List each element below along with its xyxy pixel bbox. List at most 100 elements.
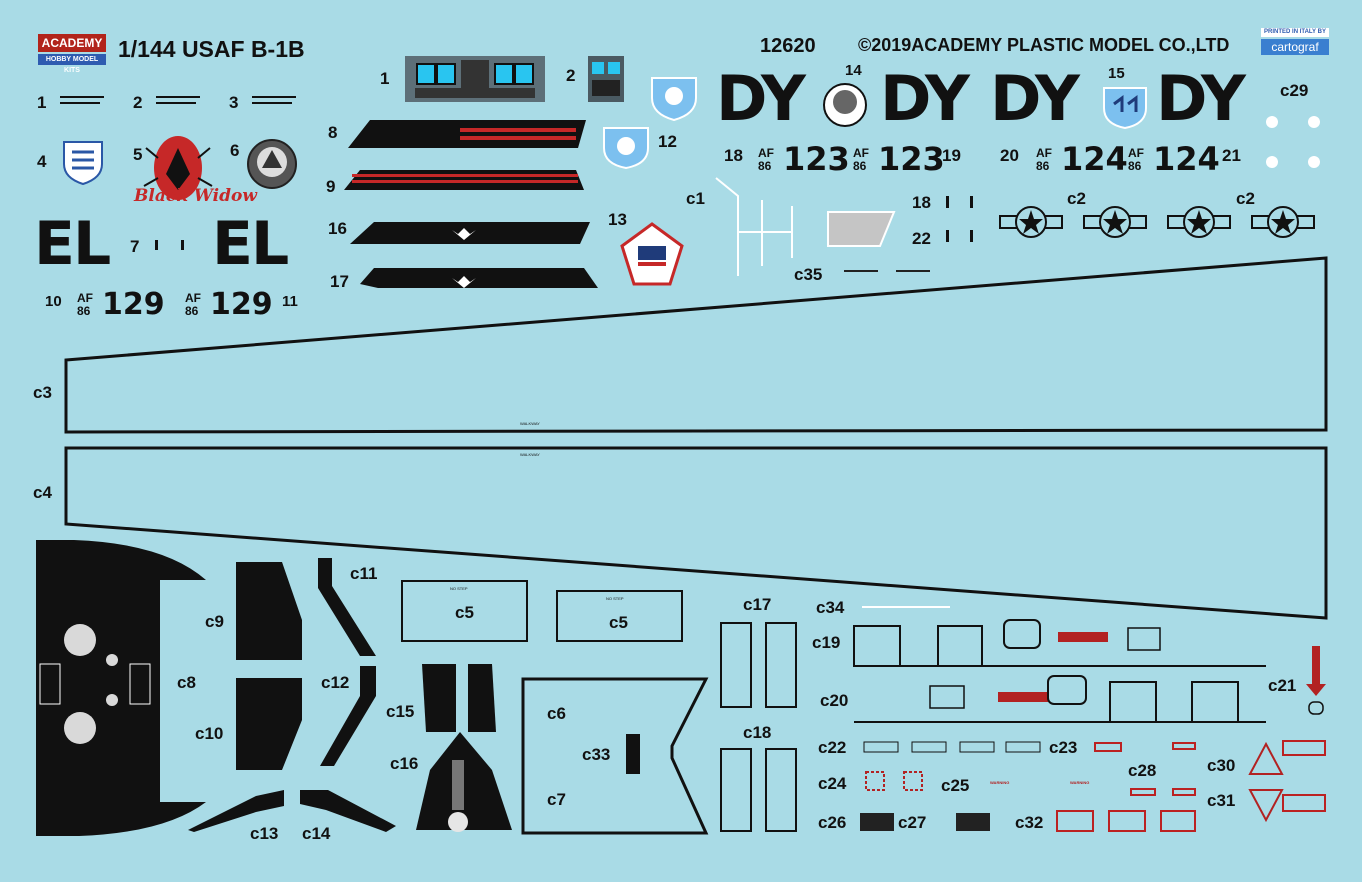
tail-code-dy-2: DY <box>880 62 970 135</box>
label-c30: c30 <box>1207 756 1236 775</box>
label-c21: c21 <box>1268 676 1297 695</box>
tail-code-el-right: EL <box>212 209 289 279</box>
walkway-stencil-c4: WALKWAY <box>520 452 540 457</box>
copyright-text: ©2019ACADEMY PLASTIC MODEL CO.,LTD <box>858 35 1230 55</box>
label-21: 21 <box>1222 146 1241 165</box>
label-c26: c26 <box>818 813 847 832</box>
label-c19: c19 <box>812 633 841 652</box>
instrument-panel-1-icon <box>405 56 545 102</box>
strips-c13-c14 <box>188 790 396 832</box>
label-9: 9 <box>326 177 336 196</box>
panel-c27 <box>956 813 990 831</box>
strips-c11-c12 <box>318 558 376 766</box>
squadron-shield-icon <box>63 141 103 186</box>
stencil-c28b <box>1172 788 1196 796</box>
label-c6: c6 <box>547 704 566 723</box>
label-c2a: c2 <box>1067 189 1086 208</box>
serial-123-right: 123 <box>878 140 945 178</box>
label-c8: c8 <box>177 673 196 692</box>
bomb-bay-piece-c8 <box>36 540 206 836</box>
label-18b: 18 <box>912 193 931 212</box>
label-c15: c15 <box>386 702 415 721</box>
walkway-stencil-c3: WALKWAY <box>520 421 540 426</box>
label-c28: c28 <box>1128 761 1157 780</box>
warning-triangles-c30-c31 <box>1248 742 1284 822</box>
label-19: 19 <box>942 146 961 165</box>
tail-code-dy-1: DY <box>716 62 806 135</box>
label-c13: c13 <box>250 824 279 843</box>
label-c33: c33 <box>582 745 611 764</box>
wing-stripes <box>344 120 598 288</box>
tail-code-el-left: EL <box>34 209 111 279</box>
warning-stencil-b: WARNING <box>1070 780 1090 785</box>
label-13: 13 <box>608 210 627 229</box>
stencil-c23b <box>1172 742 1196 750</box>
stencil-line-3 <box>252 96 296 104</box>
label-15: 15 <box>1108 65 1125 82</box>
stencil-c32a <box>1056 810 1094 832</box>
strips-c19-c20 <box>853 619 1266 723</box>
label-18a: 18 <box>724 146 743 165</box>
label-3: 3 <box>229 93 239 112</box>
label-c27: c27 <box>898 813 927 832</box>
serial-124-right: 124 <box>1153 140 1220 178</box>
stencil-c31-box <box>1282 794 1326 812</box>
label-5: 5 <box>133 145 143 164</box>
label-c18: c18 <box>743 723 772 742</box>
label-16: 16 <box>328 219 347 238</box>
label-c3: c3 <box>33 383 52 402</box>
serial-129-left: 129 <box>102 287 165 322</box>
small-stencil-7 <box>155 240 184 250</box>
label-2-panel: 2 <box>566 66 576 85</box>
label-17: 17 <box>330 272 349 291</box>
stencils-18-22 <box>946 196 973 242</box>
stencils-c22 <box>863 741 1041 753</box>
label-11: 11 <box>282 293 298 310</box>
panels-c9-c10 <box>236 562 302 770</box>
label-c32: c32 <box>1015 813 1044 832</box>
bomb-squadron-round-icon <box>823 83 867 127</box>
label-4: 4 <box>37 152 47 171</box>
label-c1: c1 <box>686 189 705 208</box>
c35-lines <box>844 270 930 272</box>
usaf-roundels-c2 <box>999 206 1315 238</box>
label-c16: c16 <box>390 754 419 773</box>
label-c10: c10 <box>195 724 224 743</box>
label-c11: c11 <box>350 564 378 583</box>
printer-name: cartograf <box>1261 39 1329 55</box>
panel-c26 <box>860 813 894 831</box>
nose-art-script: Black Widow <box>134 186 258 206</box>
panel-c18b <box>765 748 797 832</box>
label-20: 20 <box>1000 146 1019 165</box>
bomb-squadron-patch-icon <box>247 139 297 189</box>
label-2: 2 <box>133 93 143 112</box>
bomb-wing-shield-icon <box>1103 87 1147 130</box>
command-shield-icon-2 <box>603 127 649 170</box>
label-c35: c35 <box>794 265 823 284</box>
no-step-outline-c5b <box>556 590 683 642</box>
stencil-c28a <box>1130 788 1156 796</box>
serial-124-left: 124 <box>1061 140 1128 178</box>
kit-number: 12620 <box>760 35 816 57</box>
black-widow-nose-art-icon <box>143 136 213 200</box>
stencil-c32b <box>1108 810 1146 832</box>
label-c29: c29 <box>1280 81 1309 100</box>
command-shield-icon <box>651 77 697 122</box>
no-step-stencil-c5b: NO STEP <box>606 596 624 601</box>
no-step-outline-c5a <box>401 580 528 642</box>
label-c14: c14 <box>302 824 331 843</box>
serial-123-left: 123 <box>783 140 850 178</box>
label-c34: c34 <box>816 598 845 617</box>
stencils-c24 <box>865 771 923 791</box>
label-c25: c25 <box>941 776 970 795</box>
label-c23: c23 <box>1049 738 1078 757</box>
bay-outline-c6-c7 <box>521 677 709 835</box>
label-1-panel: 1 <box>380 69 390 88</box>
printer-note: PRINTED IN ITALY BY <box>1261 28 1329 37</box>
walkway-outlines <box>64 256 1328 620</box>
arrow-c21-icon <box>1306 646 1326 715</box>
